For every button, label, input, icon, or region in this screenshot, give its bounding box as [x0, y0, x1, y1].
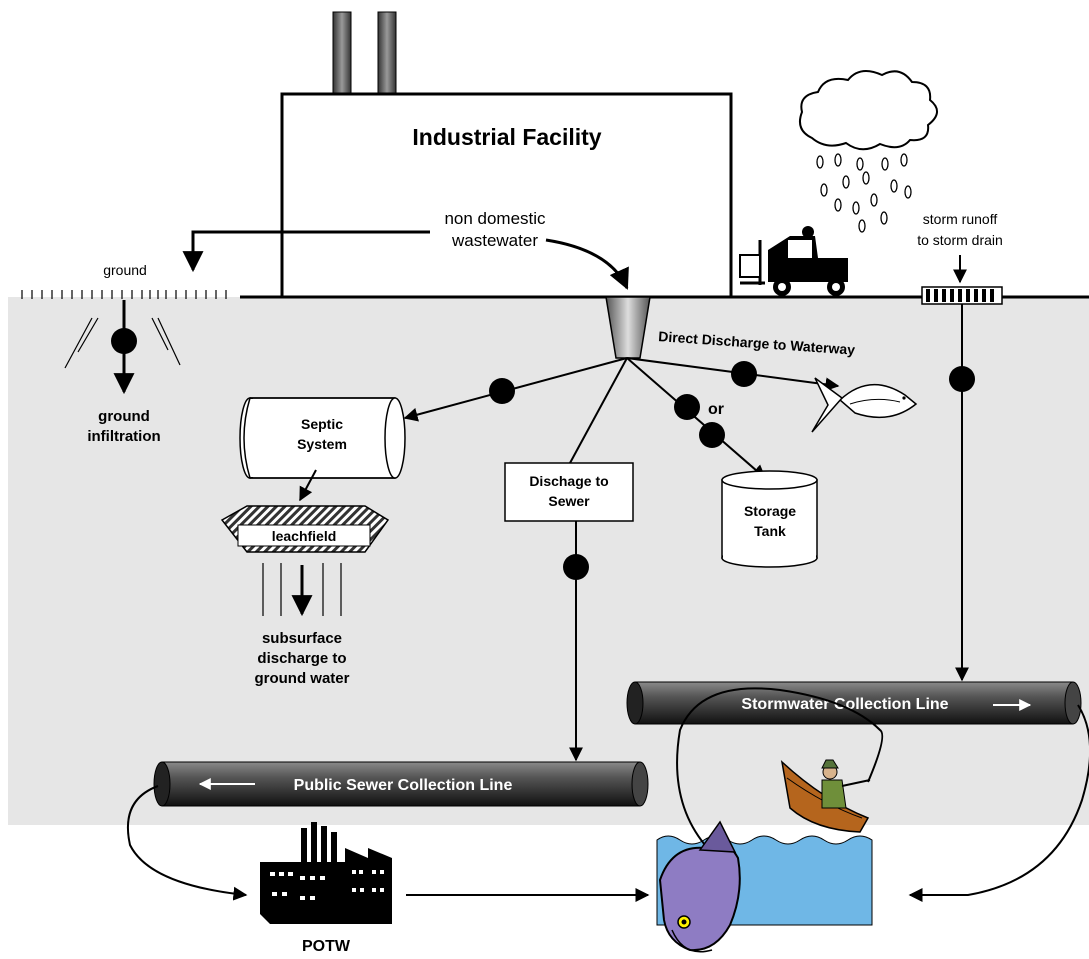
infiltration-lines — [64, 317, 181, 369]
storm-runoff-label: storm runoff — [923, 211, 998, 227]
badge-sewer-num: 3 — [571, 558, 580, 577]
smokestack-left — [332, 11, 352, 95]
septic-label: Septic — [301, 416, 343, 432]
sewer-box-label: Dischage to — [529, 473, 608, 489]
badge-storage-b — [699, 422, 725, 448]
subsurface-label-2: discharge to — [257, 650, 346, 667]
line-to-sewer-box — [569, 357, 628, 464]
badge-ground-infiltration-num: 2 — [119, 332, 128, 351]
smokestack-right — [377, 11, 397, 95]
badge-waterway-num: 1 — [739, 365, 748, 384]
potw-label: POTW — [302, 938, 351, 955]
wastewater-arrow — [545, 238, 629, 290]
septic-label-2: System — [297, 436, 347, 452]
wastewater-label-2: wastewater — [451, 231, 538, 250]
line-to-storage — [626, 357, 767, 479]
sewer-discharge-box — [504, 462, 634, 522]
badge-sewer — [563, 554, 589, 580]
badge-septic-num: 2 — [497, 382, 506, 401]
leachfield-label-box — [237, 524, 371, 547]
rain-cloud-icon — [799, 70, 938, 233]
leachfield-label: leachfield — [272, 528, 337, 544]
underground-area — [8, 297, 1089, 825]
subsurface-label: subsurface — [262, 630, 342, 647]
badge-storm-drain-num: 1 — [957, 370, 966, 389]
ground-discharge-line — [182, 230, 430, 273]
line-to-septic — [403, 357, 628, 422]
storm-drain-bars — [926, 289, 994, 302]
factory-icon — [260, 822, 392, 924]
subsurface-lines — [262, 563, 342, 616]
stormwater-line-label: Stormwater Collection Line — [741, 696, 948, 713]
stormwater-collection-pipe — [626, 681, 1082, 725]
badge-storm-drain — [949, 366, 975, 392]
badge-storage-a — [674, 394, 700, 420]
discharge-funnel — [605, 296, 651, 359]
storm-runoff-label-2: to storm drain — [917, 232, 1003, 248]
jumping-fish-icon — [658, 820, 741, 953]
fish-icon — [811, 377, 918, 433]
sewer-to-potw-curve — [126, 785, 248, 901]
sewer-box-label-2: Sewer — [548, 493, 590, 509]
forklift-icon — [739, 226, 848, 296]
stormwater-to-water-curve — [908, 704, 1089, 902]
ground-label: ground — [103, 262, 147, 278]
subsurface-label-3: ground water — [254, 670, 349, 687]
or-label: or — [708, 401, 724, 418]
infiltration-label-2: infiltration — [87, 428, 160, 445]
septic-system-tank — [239, 397, 406, 479]
fisherman-boat-icon — [676, 687, 884, 846]
ground-hatch-marks — [21, 290, 227, 299]
badge-storage-b-num: 4 — [707, 426, 717, 445]
badge-ground-infiltration — [111, 328, 137, 354]
sewer-line-label: Public Sewer Collection Line — [294, 777, 513, 794]
badge-storage-a-num: 3 — [682, 398, 691, 417]
badge-waterway — [731, 361, 757, 387]
storage-label-2: Tank — [754, 523, 786, 539]
septic-to-leachfield-arrow — [299, 469, 317, 502]
badge-septic — [489, 378, 515, 404]
storage-tank — [721, 470, 818, 568]
wastewater-label: non domestic — [444, 209, 546, 228]
industrial-facility-building — [280, 92, 733, 299]
storage-label: Storage — [744, 503, 796, 519]
infiltration-label: ground — [98, 408, 150, 425]
facility-title: Industrial Facility — [412, 124, 601, 150]
